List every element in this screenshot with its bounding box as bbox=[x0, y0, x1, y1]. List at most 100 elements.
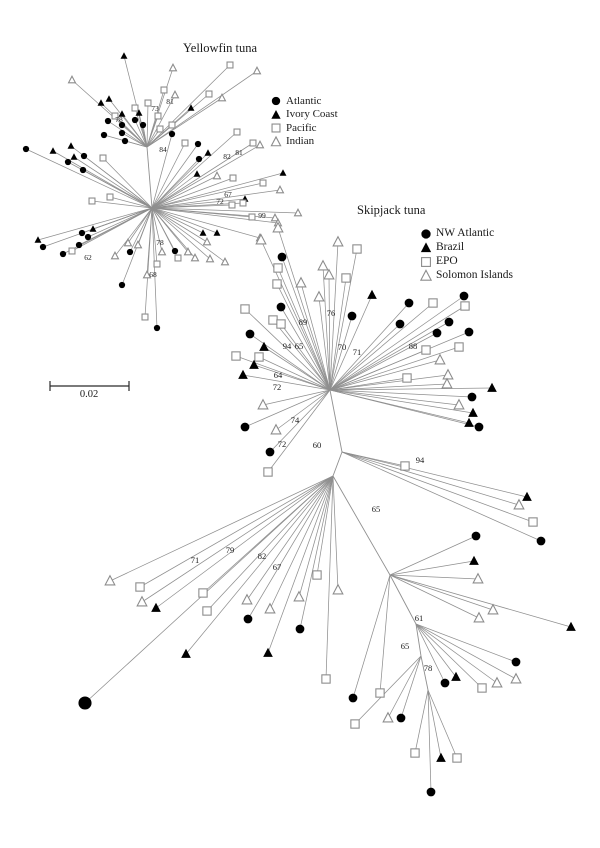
branch-line bbox=[329, 241, 339, 391]
tip-marker-open-triangle-icon bbox=[293, 590, 305, 602]
tip-marker-open-square-icon bbox=[131, 104, 139, 112]
tip-marker-open-square-icon bbox=[144, 99, 152, 107]
tip-marker-filled-triangle-icon bbox=[204, 149, 212, 156]
branch-line bbox=[129, 207, 153, 253]
tip-marker-filled-triangle-icon bbox=[522, 491, 532, 501]
tip-marker-filled-circle-icon bbox=[22, 145, 30, 153]
tip-marker-filled-circle-icon bbox=[84, 233, 92, 241]
legend-label: Brazil bbox=[436, 241, 465, 253]
branch-line bbox=[329, 389, 480, 428]
legend-open-square-icon bbox=[421, 256, 431, 267]
branch-line bbox=[379, 574, 391, 694]
legend-item: EPO bbox=[419, 254, 513, 268]
internal-branch-line bbox=[332, 475, 391, 576]
branch-line bbox=[139, 475, 334, 588]
scale-bar-label: 0.02 bbox=[79, 389, 99, 400]
tip-marker-filled-circle-icon bbox=[464, 327, 474, 337]
tip-marker-filled-circle-icon bbox=[75, 241, 83, 249]
branch-line bbox=[151, 202, 244, 209]
tip-marker-filled-triangle-icon bbox=[70, 153, 78, 160]
branch-line bbox=[352, 574, 391, 699]
tip-marker-open-square-icon bbox=[410, 748, 420, 758]
tip-marker-open-square-icon bbox=[402, 373, 412, 383]
tip-marker-open-triangle-icon bbox=[513, 498, 525, 510]
tip-marker-filled-circle-icon bbox=[432, 328, 442, 338]
branch-line bbox=[281, 256, 331, 391]
tip-marker-open-triangle-icon bbox=[217, 93, 227, 102]
branch-line bbox=[151, 133, 173, 209]
tip-marker-open-triangle-icon bbox=[270, 213, 280, 222]
tip-marker-filled-circle-icon bbox=[474, 422, 484, 432]
branch-line bbox=[151, 207, 211, 260]
legend-open-triangle-icon bbox=[270, 135, 282, 147]
branch-line bbox=[87, 207, 153, 238]
branch-line bbox=[121, 132, 148, 148]
tip-marker-open-triangle-icon bbox=[441, 377, 453, 389]
branch-line bbox=[387, 655, 422, 719]
tip-marker-open-square-icon bbox=[273, 263, 283, 273]
branch-line bbox=[83, 155, 153, 209]
tip-marker-open-square-icon bbox=[400, 461, 410, 471]
branch-line bbox=[389, 574, 572, 628]
tip-marker-open-square-icon bbox=[276, 319, 286, 329]
yellowfin-tree-title: Yellowfin tuna bbox=[183, 41, 258, 55]
bootstrap-value-label: 64 bbox=[274, 370, 283, 380]
internal-branch-line bbox=[415, 623, 422, 657]
branch-line bbox=[151, 152, 209, 209]
tip-marker-open-square-icon bbox=[352, 244, 362, 254]
tip-marker-filled-circle-icon bbox=[240, 422, 250, 432]
tip-marker-open-square-icon bbox=[240, 304, 250, 314]
branch-line bbox=[329, 389, 460, 406]
tip-marker-filled-triangle-icon bbox=[199, 229, 207, 236]
branch-line bbox=[151, 207, 226, 263]
legend-item: Ivory Coast bbox=[269, 108, 338, 122]
bootstrap-value-label: 81 bbox=[166, 97, 174, 106]
tip-marker-filled-triangle-icon bbox=[259, 341, 269, 351]
tip-marker-filled-circle-icon bbox=[100, 131, 108, 139]
tip-marker-filled-triangle-icon bbox=[120, 52, 128, 59]
tip-marker-filled-circle-icon bbox=[121, 137, 129, 145]
tip-marker-open-square-icon bbox=[154, 112, 162, 120]
legend-filled-triangle-icon bbox=[271, 109, 281, 119]
tip-marker-filled-circle-icon bbox=[421, 228, 431, 239]
tip-marker-filled-circle-icon bbox=[395, 319, 405, 329]
branch-line bbox=[269, 389, 331, 453]
bootstrap-value-label: 74 bbox=[291, 415, 300, 425]
tip-marker-filled-circle-icon bbox=[80, 152, 88, 160]
tip-marker-open-square-icon bbox=[135, 582, 145, 592]
branch-line bbox=[328, 274, 331, 391]
bootstrap-value-label: 73 bbox=[151, 104, 159, 113]
tip-marker-filled-circle-icon bbox=[131, 116, 139, 124]
branch-line bbox=[185, 475, 334, 655]
branch-line bbox=[415, 623, 517, 680]
branch-line bbox=[206, 475, 334, 612]
tip-marker-open-triangle-icon bbox=[270, 135, 282, 147]
branch-line bbox=[146, 115, 159, 148]
internal-branch-line bbox=[332, 451, 343, 477]
tip-marker-open-square-icon bbox=[153, 260, 161, 268]
skipjack-tree-title: Skipjack tuna bbox=[357, 203, 426, 217]
tip-marker-open-triangle-icon bbox=[104, 574, 116, 586]
tip-marker-filled-triangle-icon bbox=[187, 104, 195, 111]
tip-marker-open-square-icon bbox=[272, 279, 282, 289]
branch-line bbox=[427, 689, 432, 793]
branch-line bbox=[329, 305, 466, 391]
branch-line bbox=[332, 475, 339, 591]
bootstrap-value-label: 65 bbox=[295, 341, 304, 351]
branch-line bbox=[151, 207, 158, 329]
branch-line bbox=[329, 359, 441, 391]
tip-marker-open-square-icon bbox=[268, 315, 278, 325]
branch-line bbox=[277, 227, 331, 391]
tip-marker-filled-circle-icon bbox=[139, 121, 147, 129]
tip-marker-open-square-icon bbox=[202, 606, 212, 616]
tip-marker-filled-circle-icon bbox=[404, 298, 414, 308]
branch-line bbox=[151, 131, 238, 209]
tip-marker-filled-circle-icon bbox=[440, 678, 450, 688]
branch-line bbox=[151, 198, 246, 209]
internal-branch-line bbox=[329, 389, 343, 453]
tip-marker-open-triangle-icon bbox=[257, 398, 269, 410]
tip-marker-open-triangle-icon bbox=[168, 63, 178, 72]
